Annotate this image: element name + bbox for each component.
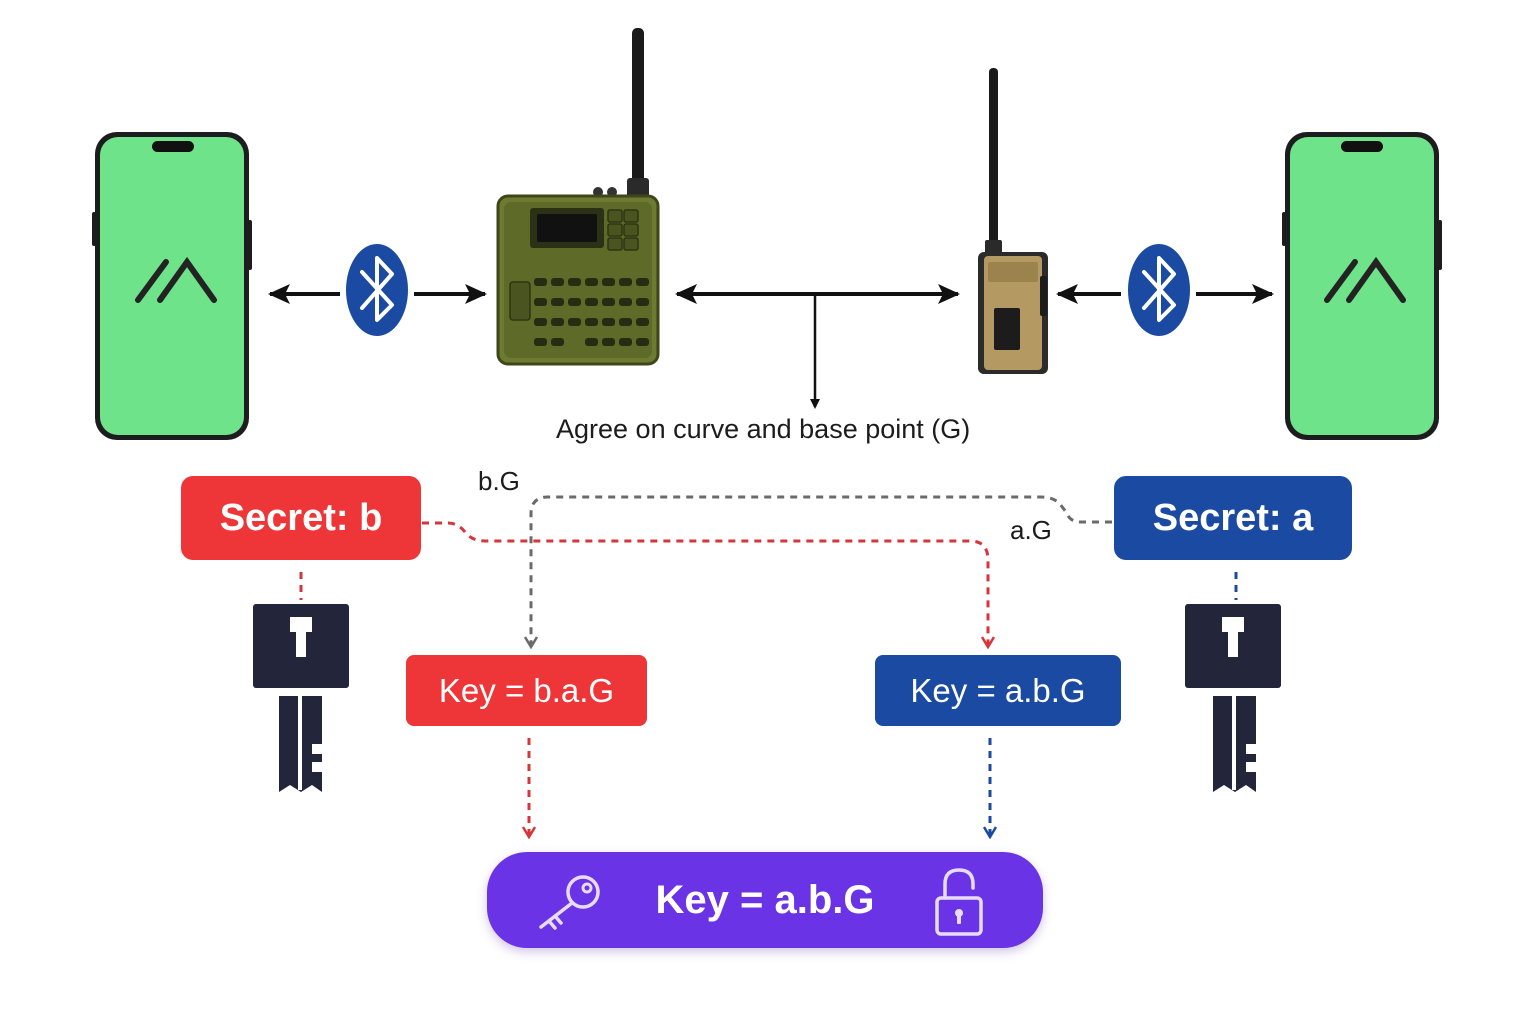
right-bluetooth-link (1056, 244, 1274, 336)
left-derived-key-box: Key = b.a.G (406, 655, 647, 726)
app-logo-icon (135, 256, 217, 303)
left-bluetooth-link (268, 244, 487, 336)
radio-link (675, 284, 960, 409)
key-icon (539, 875, 600, 930)
shared-key-box: Key = a.b.G (487, 852, 1043, 948)
secret-a-box: Secret: a (1114, 476, 1352, 560)
right-derived-key-label: Key = a.b.G (910, 671, 1086, 709)
bluetooth-icon (346, 244, 408, 336)
app-logo-icon (1324, 256, 1406, 303)
agreement-caption: Agree on curve and base point (G) (556, 414, 971, 444)
left-phone (92, 132, 252, 440)
key-icon (1185, 604, 1281, 792)
bg-exchange-path (422, 521, 988, 646)
public-value-ag-label: a.G (1010, 515, 1052, 545)
public-value-bg-label: b.G (478, 466, 520, 496)
left-derived-key-label: Key = b.a.G (438, 671, 615, 709)
bluetooth-icon (1128, 244, 1190, 336)
secret-a-label: Secret: a (1152, 496, 1314, 539)
right-derived-key-box: Key = a.b.G (875, 655, 1121, 726)
unlocked-padlock-icon (935, 868, 983, 936)
ag-exchange-path (531, 495, 1112, 646)
shared-key-label: Key = a.b.G (655, 877, 875, 922)
handheld-radio-icon (496, 28, 660, 366)
walkie-talkie-icon (978, 68, 1048, 374)
secret-b-box: Secret: b (181, 476, 421, 560)
secret-b-label: Secret: b (219, 496, 383, 539)
key-icon (253, 604, 349, 792)
right-phone (1282, 132, 1442, 440)
